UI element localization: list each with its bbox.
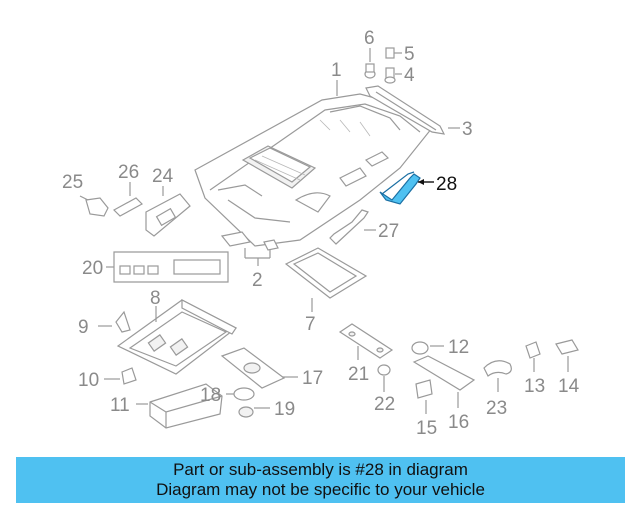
label-1: 1 [331, 60, 342, 81]
label-5: 5 [404, 44, 415, 65]
part-14-clip: 14 [555, 339, 580, 397]
part-26-clip: 26 [113, 162, 143, 217]
part-19-cap: 19 [238, 399, 295, 420]
part-4-clip: 4 [384, 65, 415, 86]
part-3-rail-trim: 3 [365, 85, 473, 140]
label-28: 28 [436, 174, 457, 195]
part-12-fastener: 12 [411, 337, 469, 358]
label-15: 15 [416, 418, 437, 439]
label-19: 19 [274, 399, 295, 420]
part-10-bracket: 10 [78, 367, 137, 391]
label-11: 11 [110, 395, 130, 416]
label-7: 7 [305, 314, 316, 335]
label-21: 21 [348, 364, 369, 385]
label-6: 6 [364, 28, 375, 49]
label-25: 25 [62, 172, 83, 193]
part-21-bracket: 21 [338, 323, 394, 385]
part-27-grip: 27 [329, 209, 399, 245]
part-28-assist-grip: 28 [379, 171, 457, 205]
part-7-sunshade: 7 [284, 247, 368, 335]
part-23-cover: 23 [483, 360, 512, 419]
part-24-sun-visor: 24 [145, 166, 191, 237]
label-18: 18 [200, 385, 221, 406]
label-23: 23 [486, 398, 507, 419]
label-14: 14 [558, 376, 580, 397]
part-13-plug: 13 [524, 341, 545, 397]
label-16: 16 [448, 412, 469, 433]
part-11-lamp: 11 [110, 383, 223, 429]
part-25-holder: 25 [62, 172, 109, 217]
part-1-headliner: 1 [194, 60, 433, 247]
label-17: 17 [302, 368, 323, 389]
part-17-pad: 17 [220, 347, 323, 389]
part-22-clip: 22 [374, 364, 395, 415]
label-2: 2 [252, 270, 263, 291]
label-26: 26 [118, 162, 139, 183]
part-18-grommet: 18 [200, 385, 255, 406]
part-2-bracket: 2 [220, 231, 279, 291]
label-10: 10 [78, 370, 99, 391]
banner-line-1: Part or sub-assembly is #28 in diagram [173, 460, 468, 479]
label-13: 13 [524, 376, 545, 397]
label-24: 24 [152, 166, 174, 187]
part-15-trim: 15 [415, 379, 437, 439]
label-22: 22 [374, 394, 395, 415]
banner-line-2: Diagram may not be specific to your vehi… [156, 480, 485, 499]
label-20: 20 [82, 258, 103, 279]
label-8: 8 [150, 288, 161, 309]
info-banner: Part or sub-assembly is #28 in diagram D… [16, 457, 625, 503]
part-16-trim: 16 [412, 355, 476, 433]
part-9-clip: 9 [78, 310, 131, 338]
part-6-clip: 6 [364, 28, 376, 79]
label-4: 4 [404, 65, 415, 86]
label-3: 3 [462, 119, 473, 140]
label-9: 9 [78, 317, 89, 338]
part-20-panel: 20 [82, 251, 229, 283]
label-12: 12 [448, 337, 469, 358]
part-5-clip: 5 [385, 44, 415, 65]
part-8-overhead-console: 8 [116, 288, 238, 375]
label-27: 27 [378, 221, 399, 242]
